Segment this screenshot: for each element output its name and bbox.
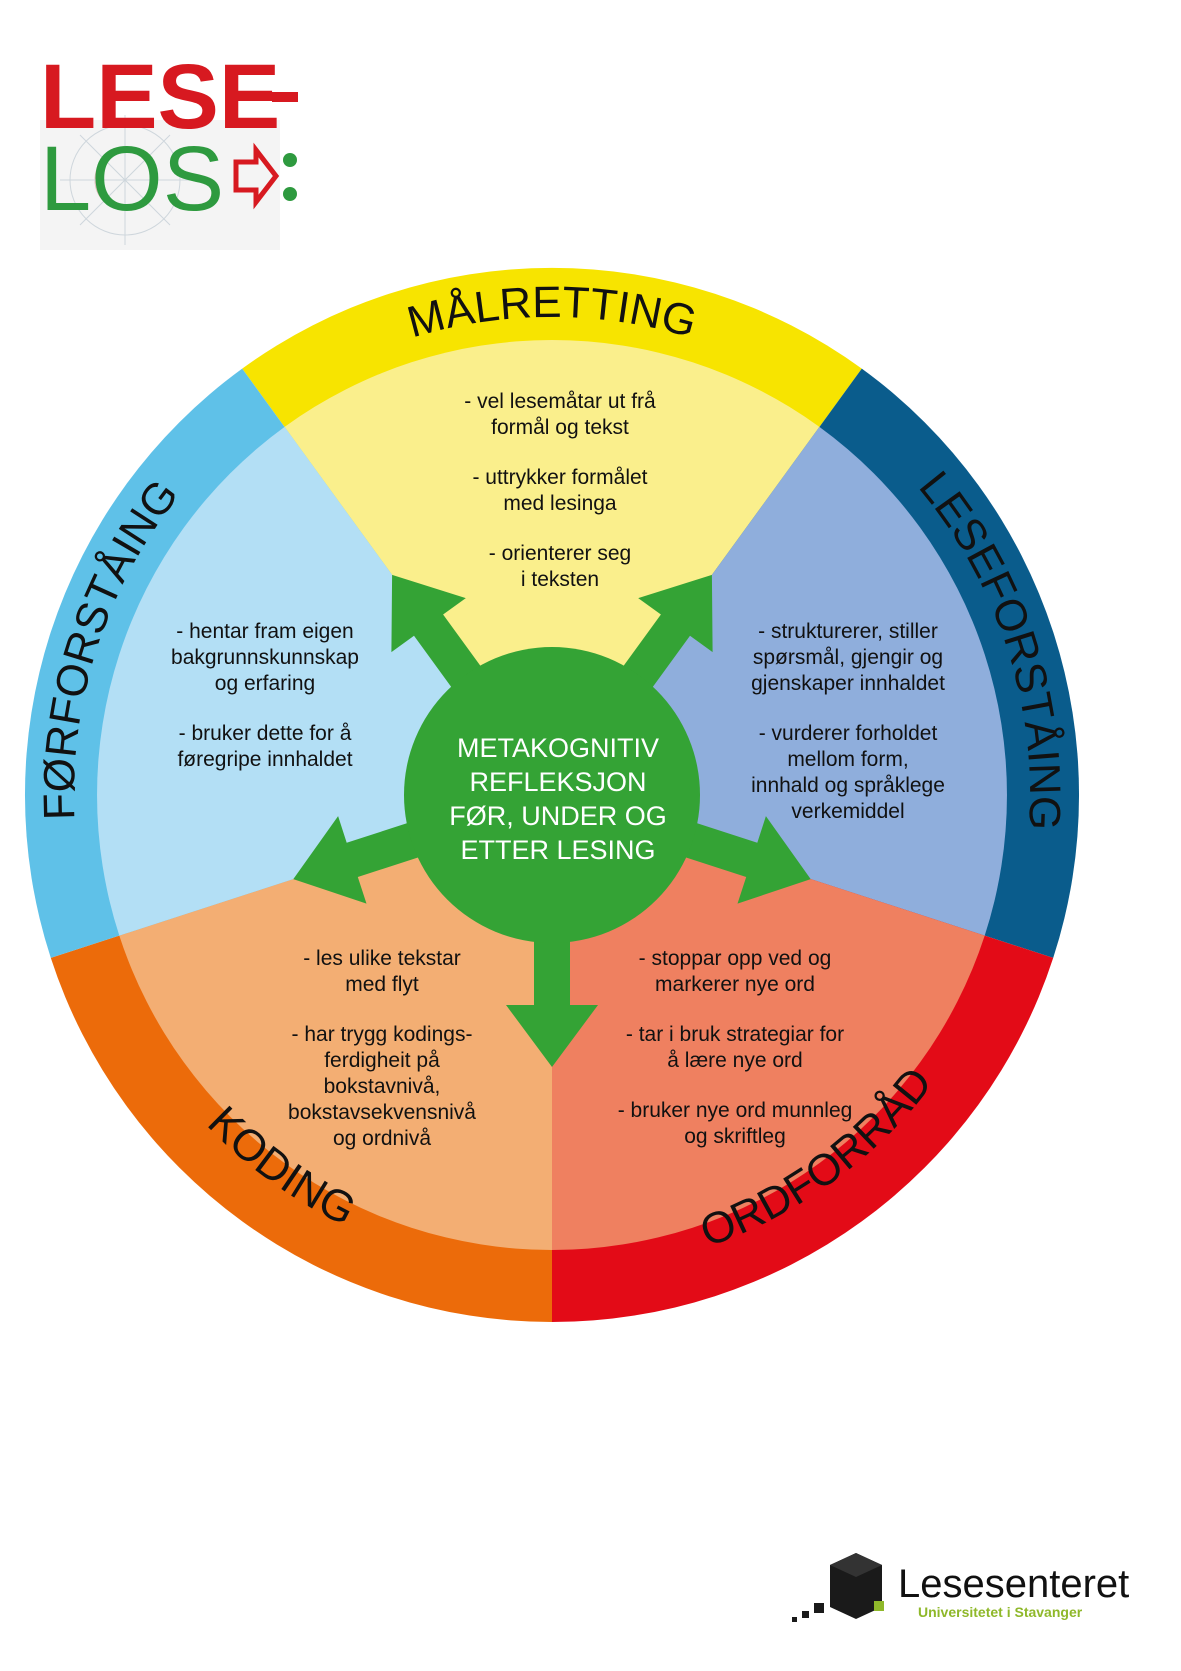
ordforrad-inner-wedge (552, 795, 985, 1250)
lese-los-logo: LESE LOS (40, 50, 298, 250)
leseforstaing-text-line: - strukturerer, stiller (758, 620, 938, 643)
center-label-line: METAKOGNITIV (457, 733, 659, 763)
ordforrad-description: - stoppar opp ved og markerer nye ord - ta… (618, 947, 853, 1148)
footer-subtitle: Universitetet i Stavanger (918, 1604, 1083, 1620)
ordforrad-text-line: markerer nye ord (655, 973, 815, 996)
leseforstaing-text-line: innhald og språklege (751, 774, 945, 797)
leseforstaing-text-line: verkemiddel (791, 800, 904, 823)
ordforrad-text-line: å lære nye ord (667, 1049, 802, 1072)
malretting-text-line: i teksten (521, 568, 599, 591)
center-arrow-icon (293, 815, 444, 904)
malretting-text-line: - vel lesemåtar ut frå (464, 390, 656, 413)
koding-text-line: bokstavnivå, (324, 1075, 441, 1098)
forforstaing-description: - hentar fram eigen bakgrunnskunnskap og e… (171, 620, 359, 771)
koding-text-line: bokstavsekvensnivå (288, 1101, 476, 1124)
logo-arrow-icon (233, 142, 297, 210)
leseforstaing-description: - strukturerer, stiller spørsmål, gjengir… (751, 620, 945, 823)
center-label: METAKOGNITIV REFLEKSJON FØR, UNDER OG ETTER… (449, 733, 667, 865)
koding-text-line: med flyt (345, 973, 419, 996)
center-arrow-icon (506, 915, 598, 1067)
malretting-inner-wedge (284, 340, 820, 795)
logo-lese-text: LESE (40, 50, 280, 148)
leseforstaing-text-line: mellom form, (787, 748, 908, 771)
center-label-line: REFLEKSJON (469, 767, 646, 797)
ordforrad-text-line: - bruker nye ord munnleg (618, 1099, 853, 1122)
lesesenteret-cube-icon (792, 1553, 884, 1622)
leseforstaing-text-line: - vurderer forholdet (759, 722, 938, 745)
malretting-text-line: formål og tekst (491, 416, 629, 439)
forforstaing-text-line: - bruker dette for å (179, 722, 352, 745)
malretting-text-line: med lesinga (503, 492, 617, 515)
center-circle (404, 647, 700, 943)
malretting-text-line: - uttrykker formålet (472, 466, 647, 489)
leseforstaing-text-line: spørsmål, gjengir og (753, 646, 943, 669)
ordforrad-text-line: - stoppar opp ved og (639, 947, 832, 970)
koding-description: - les ulike tekstar med flyt - har trygg k… (288, 947, 476, 1150)
ordforrad-text-line: - tar i bruk strategiar for (626, 1023, 844, 1046)
koding-text-line: ferdigheit på (324, 1049, 440, 1072)
center-hub: METAKOGNITIV REFLEKSJON FØR, UNDER OG ETTER… (293, 574, 811, 1067)
forforstaing-text-line: føregripe innhaldet (177, 748, 352, 771)
ordforrad-text-line: og skriftleg (684, 1125, 786, 1148)
koding-text-line: - har trygg kodings- (292, 1023, 473, 1046)
koding-inner-wedge (119, 795, 553, 1250)
logo-map-background (40, 120, 280, 250)
logo-compass-icon (60, 115, 190, 245)
forforstaing-text-line: - hentar fram eigen (176, 620, 353, 643)
logo-los-text: LOS (40, 128, 224, 230)
leseforstaing-text-line: gjenskaper innhaldet (751, 672, 945, 695)
forforstaing-text-line: bakgrunnskunnskap (171, 646, 359, 669)
center-label-line: FØR, UNDER OG (449, 801, 667, 831)
center-label-line: ETTER LESING (460, 835, 655, 865)
center-arrow-icon (660, 815, 811, 904)
koding-text-line: og ordnivå (333, 1127, 431, 1150)
lesesenteret-logo: Lesesenteret Universitetet i Stavanger (792, 1553, 1129, 1622)
malretting-text-line: - orienterer seg (489, 542, 631, 565)
footer-name: Lesesenteret (898, 1562, 1129, 1606)
logo-dash (272, 92, 298, 102)
malretting-description: - vel lesemåtar ut frå formål og tekst - u… (464, 390, 656, 591)
koding-text-line: - les ulike tekstar (303, 947, 461, 970)
forforstaing-text-line: og erfaring (215, 672, 315, 695)
